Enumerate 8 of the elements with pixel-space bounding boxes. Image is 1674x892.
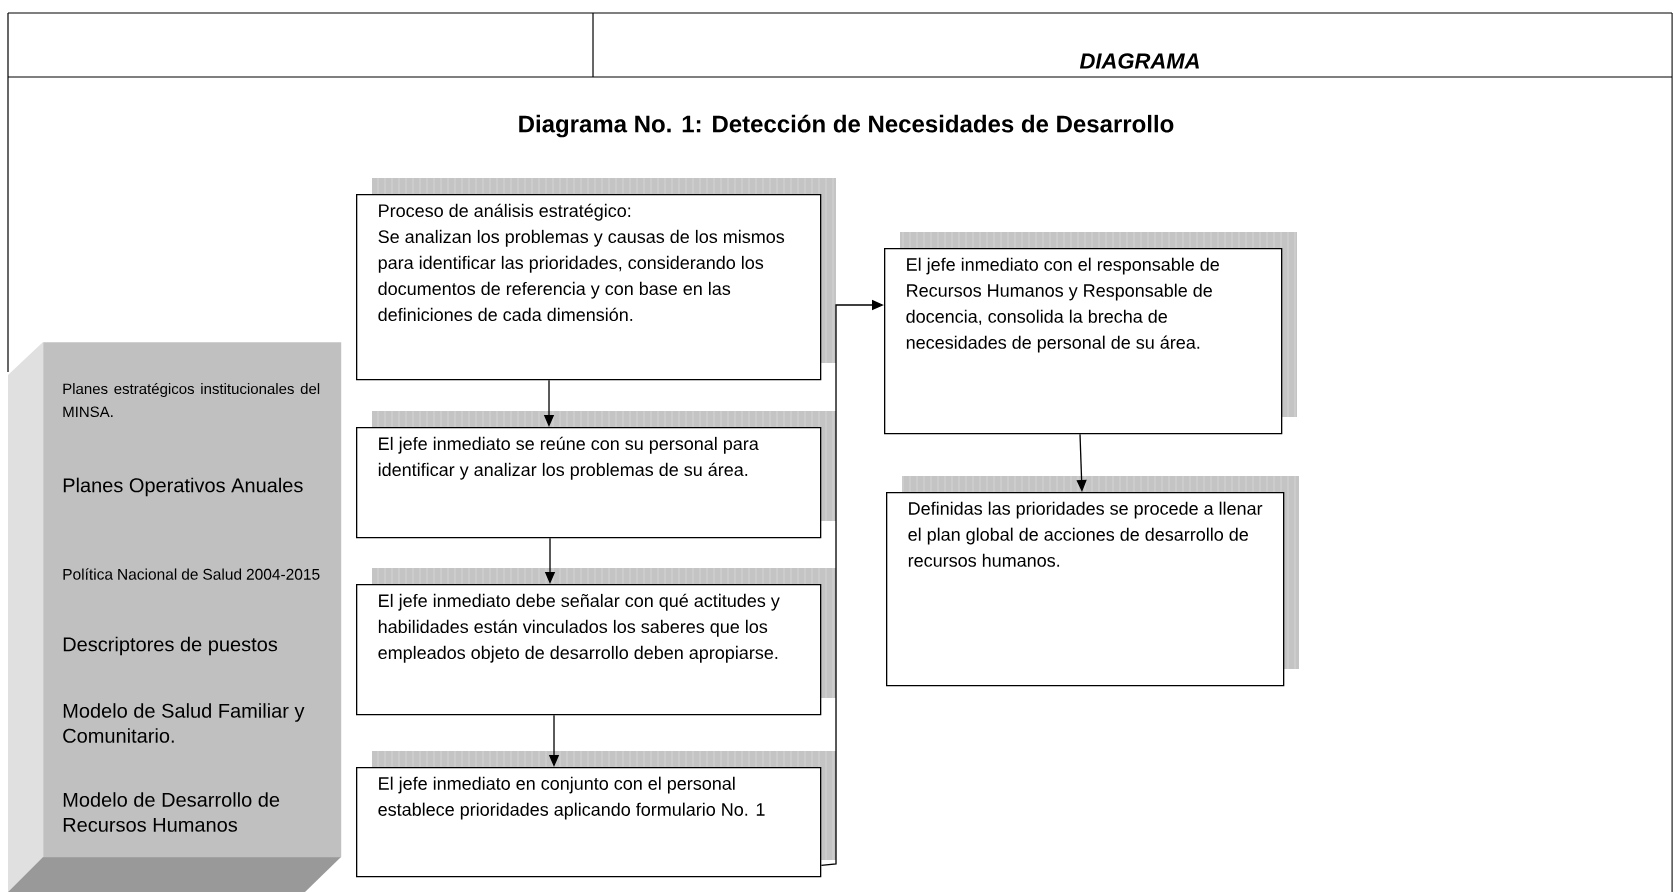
process-box: El jefe inmediato con el responsable de Recursos Humanos y Responsable de docencia, consolida la brecha de necesidades de personal de su área. (884, 231, 1297, 435)
process-box: El jefe inmediato se reúne con su personal para identificar y analizar los problemas de su área. (356, 410, 836, 539)
process-box: Proceso de análisis estratégico: Se analizan los problemas y causas de los mismos para identificar las prioridades, considerando los documentos de referencia y con base en las definiciones de cada dimensión. (356, 177, 836, 381)
header-label: DIAGRAMA (1079, 53, 1199, 69)
process-box: El jefe inmediato en conjunto con el personal establece prioridades aplicando formulario No. 1 (356, 750, 836, 878)
process-box: Definidas las prioridades se procede a llenar el plan global de acciones de desarrollo de recursos humanos. (886, 475, 1299, 687)
title: Diagrama No. 1: Detección de Necesidades de Desarrollo (519, 114, 1174, 138)
process-box: El jefe inmediato debe señalar con qué actitudes y habilidades están vinculados los saberes que los empleados objeto de desarrollo deben apropiarse. (356, 567, 836, 716)
